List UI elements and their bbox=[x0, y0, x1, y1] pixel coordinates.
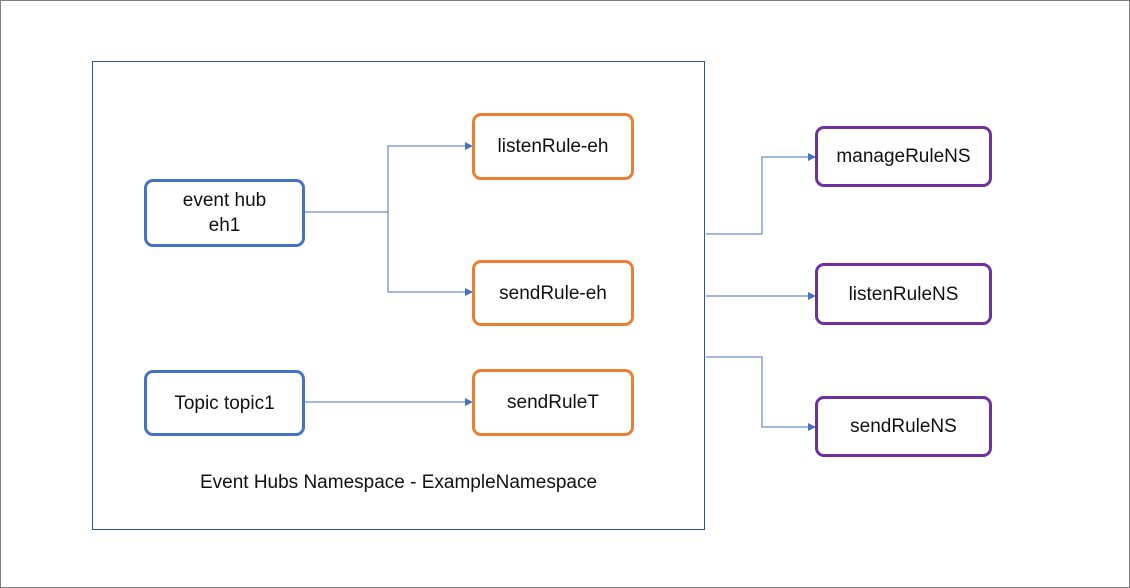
listen-rule-eh-node: listenRule-eh bbox=[472, 113, 634, 180]
topic-label: Topic topic1 bbox=[174, 392, 275, 414]
namespace-boundary bbox=[92, 61, 705, 530]
manage-rule-ns-node: manageRuleNS bbox=[815, 126, 992, 187]
connector-eh1-to-send bbox=[387, 212, 473, 296]
event-hub-label-line2: eh1 bbox=[208, 215, 241, 236]
connector-eh1-to-listen bbox=[387, 142, 473, 212]
listen-rule-ns-label: listenRuleNS bbox=[848, 283, 959, 305]
namespace-label: Event Hubs Namespace - ExampleNamespace bbox=[199, 472, 598, 493]
send-rule-eh-node: sendRule-eh bbox=[472, 260, 634, 326]
connector-ns-to-send bbox=[706, 356, 816, 431]
send-rule-eh-label: sendRule-eh bbox=[499, 282, 607, 304]
topic-node: Topic topic1 bbox=[144, 370, 305, 436]
send-rule-topic-label: sendRuleT bbox=[507, 392, 599, 413]
send-rule-ns-node: sendRuleNS bbox=[815, 396, 992, 457]
event-hub-node: event hub eh1 bbox=[144, 179, 305, 247]
send-rule-topic-node: sendRuleT bbox=[472, 369, 634, 436]
send-rule-ns-label: sendRuleNS bbox=[850, 416, 957, 437]
manage-rule-ns-label: manageRuleNS bbox=[836, 146, 971, 167]
listen-rule-eh-label: listenRule-eh bbox=[497, 136, 609, 157]
event-hub-label-line1: event hub bbox=[182, 190, 267, 211]
connector-ns-to-manage bbox=[706, 153, 816, 235]
listen-rule-ns-node: listenRuleNS bbox=[815, 263, 992, 325]
